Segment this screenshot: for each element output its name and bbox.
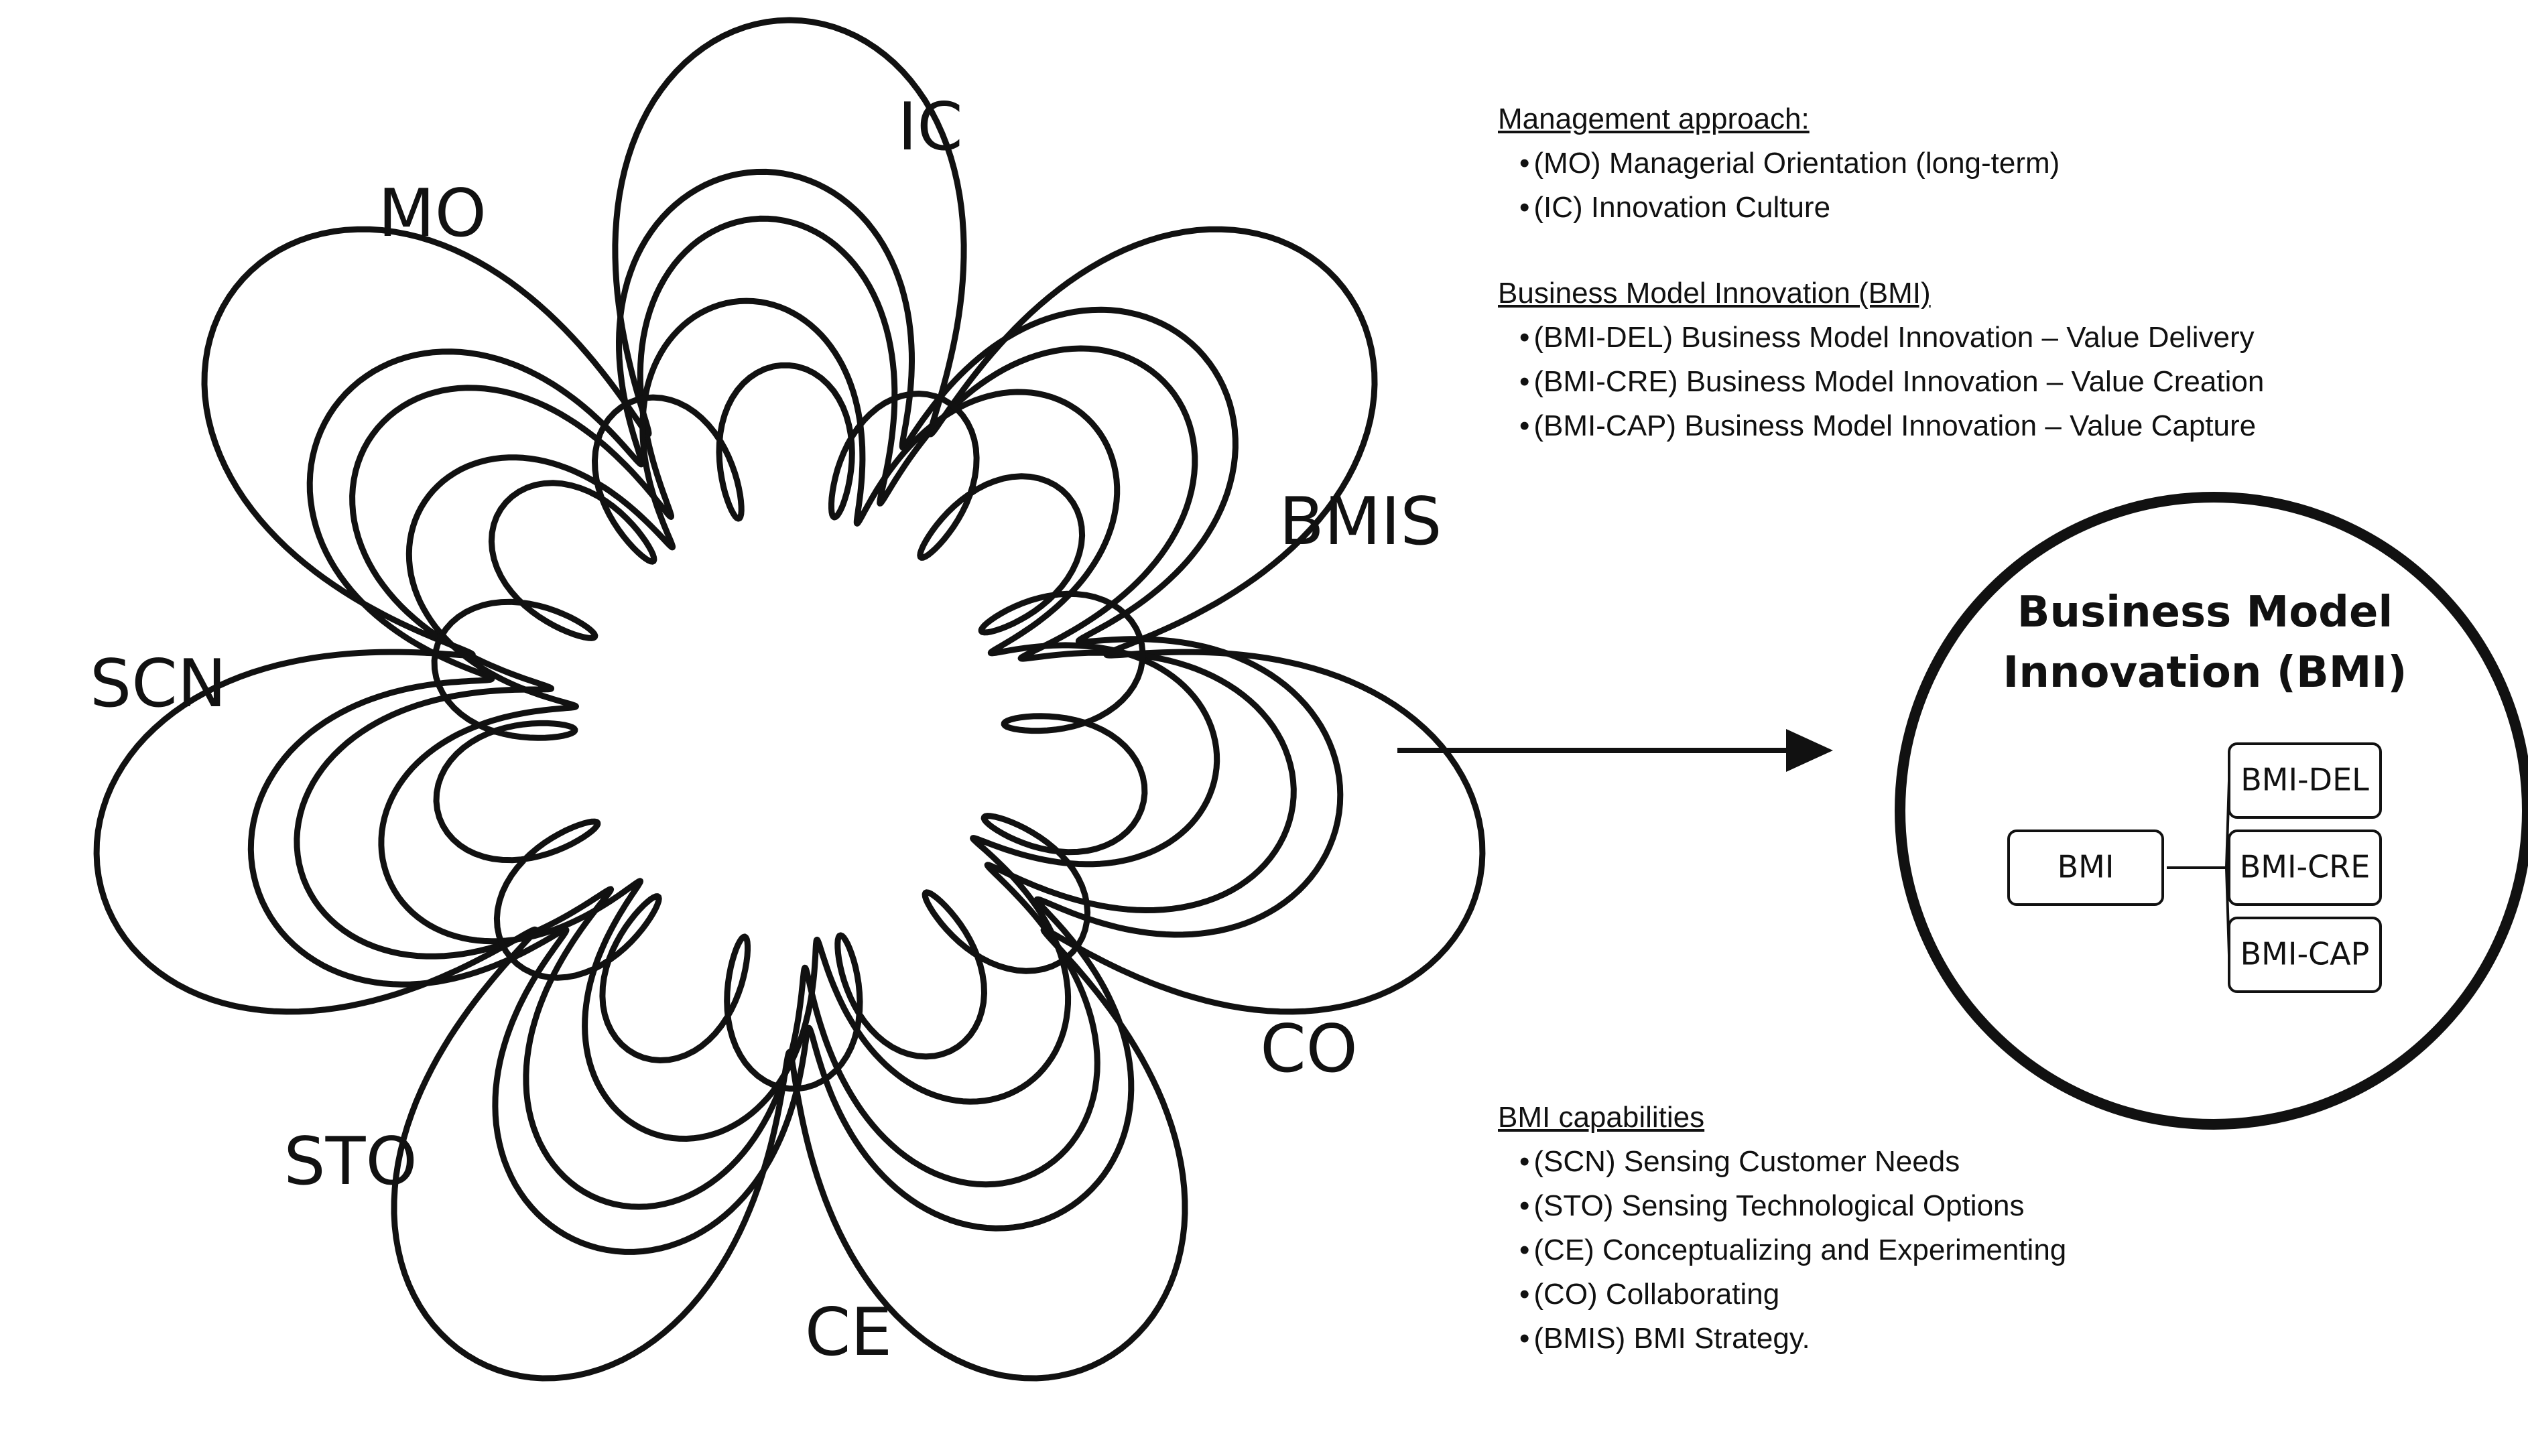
knot-strand-5 bbox=[431, 362, 1148, 1092]
bmi-title-line2: Innovation (BMI) bbox=[2003, 648, 2407, 698]
legend-item-co: (CO) Collaborating bbox=[1498, 1272, 2066, 1317]
bmi-cre-label: BMI-CRE bbox=[2240, 849, 2371, 885]
label-ce: CE bbox=[805, 1295, 892, 1371]
bmi-cre-box bbox=[2228, 830, 2382, 906]
label-co: CO bbox=[1260, 1011, 1358, 1087]
legend-item-mo: (MO) Managerial Orientation (long-term) bbox=[1498, 141, 2060, 186]
bmi-cap-label: BMI-CAP bbox=[2240, 936, 2370, 972]
knot-strand-3 bbox=[294, 215, 1297, 1210]
label-bmis: BMIS bbox=[1279, 484, 1442, 560]
bmi-cap-box bbox=[2228, 917, 2382, 993]
legend-capabilities-heading: BMI capabilities bbox=[1498, 1101, 1705, 1134]
bmi-circle: Business Model Innovation (BMI) BMI BMI-… bbox=[1895, 492, 2528, 1130]
legend-capabilities: BMI capabilities (SCN) Sensing Customer … bbox=[1498, 1096, 2066, 1361]
legend-management-heading: Management approach: bbox=[1498, 103, 1810, 135]
bmi-title-line1: Business Model bbox=[2017, 588, 2393, 637]
label-ic: IC bbox=[897, 89, 962, 166]
legend-management: Management approach: (MO) Managerial Ori… bbox=[1498, 97, 2060, 230]
legend-item-sto: (STO) Sensing Technological Options bbox=[1498, 1184, 2066, 1228]
legend-item-bmi-cap: (BMI-CAP) Business Model Innovation – Va… bbox=[1498, 404, 2264, 448]
legend-item-bmi-del: (BMI-DEL) Business Model Innovation – Va… bbox=[1498, 316, 2264, 360]
label-mo: MO bbox=[378, 176, 487, 252]
bmi-del-label: BMI-DEL bbox=[2240, 762, 2369, 798]
bmi-root-label: BMI bbox=[2058, 849, 2114, 885]
legend-item-bmi-cre: (BMI-CRE) Business Model Innovation – Va… bbox=[1498, 360, 2264, 404]
celtic-knot bbox=[93, 17, 1486, 1382]
legend-bmi-heading: Business Model Innovation (BMI) bbox=[1498, 277, 1931, 310]
legend-item-ce: (CE) Conceptualizing and Experimenting bbox=[1498, 1228, 2066, 1272]
knot-strand-2 bbox=[247, 168, 1344, 1255]
legend-item-scn: (SCN) Sensing Customer Needs bbox=[1498, 1140, 2066, 1184]
bmi-root-box bbox=[2007, 830, 2164, 906]
legend-bmi: Business Model Innovation (BMI) (BMI-DEL… bbox=[1498, 271, 2264, 448]
arrow bbox=[1397, 729, 1833, 772]
label-sto: STO bbox=[283, 1124, 417, 1200]
legend-item-ic: (IC) Innovation Culture bbox=[1498, 186, 2060, 230]
legend-item-bmis: (BMIS) BMI Strategy. bbox=[1498, 1317, 2066, 1361]
knot-strand-4 bbox=[378, 297, 1220, 1142]
label-scn: SCN bbox=[90, 646, 227, 722]
bmi-del-box bbox=[2228, 742, 2382, 819]
bmi-tree bbox=[2007, 742, 2382, 993]
